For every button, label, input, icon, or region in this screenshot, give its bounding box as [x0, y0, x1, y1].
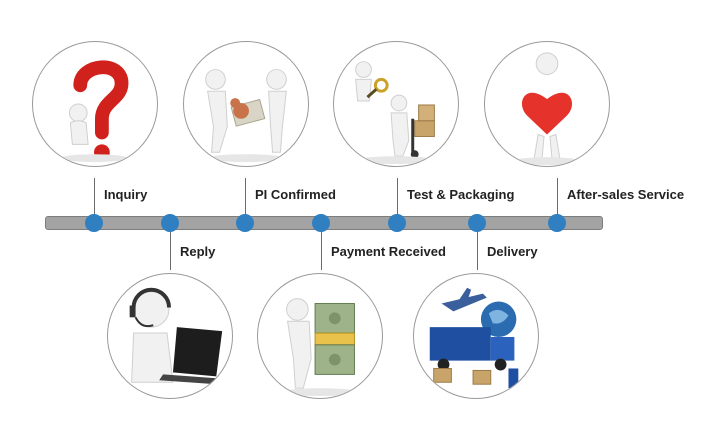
node-test-packaging — [388, 214, 406, 232]
label-payment-received: Payment Received — [331, 244, 446, 259]
label-delivery: Delivery — [487, 244, 538, 259]
airplane-truck-globe-icon — [413, 273, 539, 399]
label-pi-confirmed: PI Confirmed — [255, 187, 336, 202]
label-inquiry: Inquiry — [104, 187, 148, 202]
node-payment-received — [312, 214, 330, 232]
person-heart-icon — [484, 41, 610, 167]
cash-stack-person-icon — [257, 273, 383, 399]
node-pi-confirmed — [236, 214, 254, 232]
node-after-sales — [548, 214, 566, 232]
stem-reply — [170, 230, 171, 270]
handshake-document-icon — [183, 41, 309, 167]
headset-laptop-person-icon — [107, 273, 233, 399]
stem-payment — [321, 230, 322, 270]
stem-delivery — [477, 230, 478, 270]
label-test-packaging: Test & Packaging — [407, 187, 515, 202]
stem-pi-confirmed — [245, 178, 246, 216]
node-reply — [161, 214, 179, 232]
question-mark-person-icon — [32, 41, 158, 167]
node-delivery — [468, 214, 486, 232]
node-inquiry — [85, 214, 103, 232]
stem-test-packaging — [397, 178, 398, 216]
stem-after-sales — [557, 178, 558, 216]
label-after-sales: After-sales Service — [567, 187, 685, 202]
label-reply: Reply — [180, 244, 216, 259]
magnifier-boxes-icon — [333, 41, 459, 167]
stem-inquiry — [94, 178, 95, 216]
